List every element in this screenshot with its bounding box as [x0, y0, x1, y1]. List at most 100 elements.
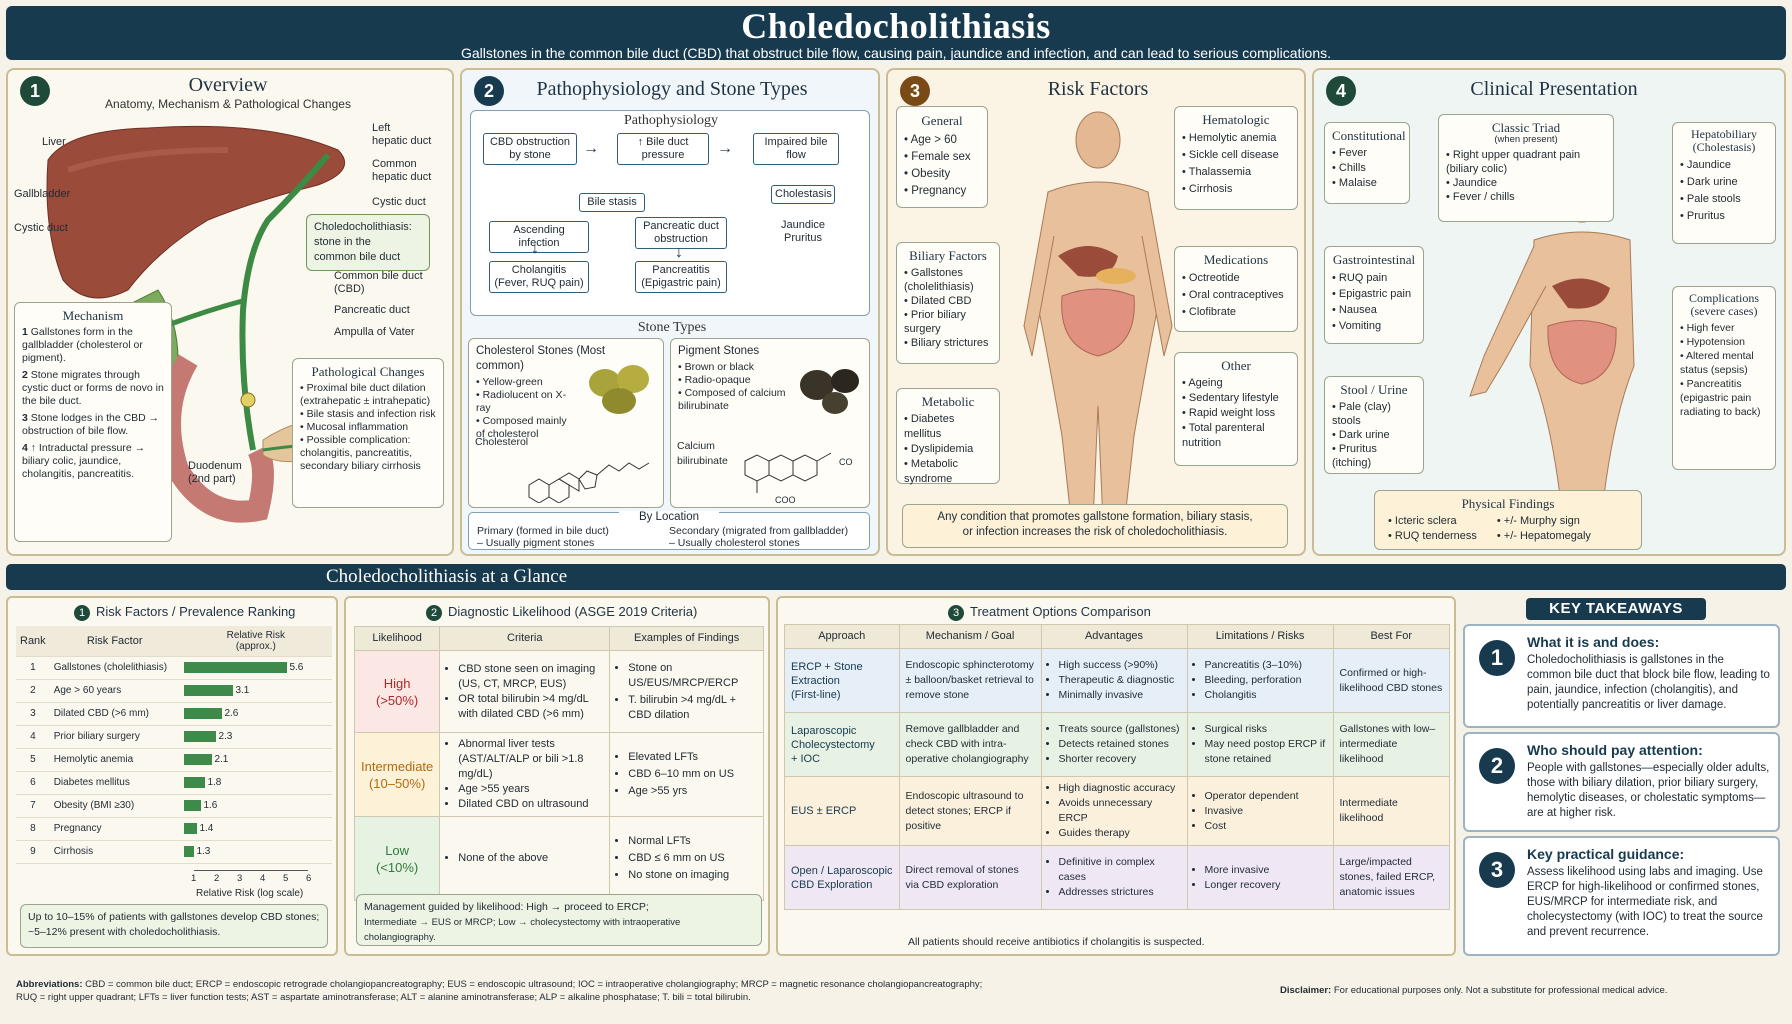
mechanism-step-num: 2 [22, 369, 28, 381]
mechanism-step-num: 1 [22, 326, 28, 338]
risk-bar [183, 753, 212, 765]
criteria-item: None of the above [458, 851, 603, 866]
abbr-line-2: RUQ = right upper quadrant; LFTs = liver… [16, 992, 751, 1003]
finding-item: Icteric sclera [1388, 514, 1477, 529]
location-secondary: Secondary (migrated from gallbladder) – … [669, 525, 849, 549]
finding-item: RUQ tenderness [1388, 529, 1477, 544]
pathophysiology-panel: 2 Pathophysiology and Stone Types Pathop… [460, 68, 880, 556]
ranking-title-text: Risk Factors / Prevalence Ranking [96, 604, 296, 619]
bar-value: 2.1 [214, 754, 229, 766]
patient-body-illustration [1469, 169, 1635, 496]
mechanism-step: Stone lodges in the CBD → obstruction of… [22, 412, 160, 437]
risk-item: Total parenteral nutrition [1182, 421, 1290, 451]
bar-value: 3.1 [235, 685, 250, 697]
other-box: Other AgeingSedentary lifestyleRapid wei… [1174, 352, 1298, 466]
criteria-item: Age >55 years [458, 782, 603, 797]
axis-tick: 2 [214, 873, 220, 884]
col-examples: Examples of Findings [609, 626, 764, 651]
cholesterol-item: Radiolucent on X-ray [476, 389, 576, 415]
risk-item: Dyslipidemia [904, 442, 992, 457]
bar-cell: 3.1 [179, 679, 332, 703]
overview-panel: 1 Overview Anatomy, Mechanism & Patholog… [6, 68, 454, 556]
examples-cell: Normal LFTsCBD ≤ 6 mm on USNo stone on i… [609, 816, 764, 901]
cholesterol-item: Yellow-green [476, 376, 576, 389]
bar-value: 5.6 [289, 662, 304, 674]
risk-item: Thalassemia [1182, 164, 1290, 181]
symptom-item: Fever / chills [1446, 190, 1606, 204]
takeaway-text: People with gallstones—especially older … [1527, 762, 1770, 819]
limitation-item: Invasive [1205, 804, 1327, 819]
callout-choledocholithiasis: Choledocholithiasis: stone in the common… [306, 214, 430, 271]
hepatobiliary-title: Hepatobiliary (Cholestasis) [1691, 127, 1757, 154]
bar-value: 1.3 [196, 846, 211, 858]
takeaway-text: Choledocholithiasis is gallstones in the… [1527, 654, 1770, 711]
ranking-table: Rank Risk Factor Relative Risk (approx.)… [16, 626, 332, 864]
takeaway-text: Assess likelihood using labs and imaging… [1527, 866, 1763, 938]
symptom-item: Right upper quadrant pain (biliary colic… [1446, 148, 1606, 176]
risk-item: Sedentary lifestyle [1182, 391, 1290, 406]
pathological-changes-box: Pathological Changes Proximal bile duct … [292, 358, 444, 508]
bar-cell: 2.6 [179, 702, 332, 726]
rank-cell: 2 [16, 679, 50, 703]
bar-cell: 1.3 [179, 840, 332, 864]
takeaway-card: 3 Key practical guidance: Assess likelih… [1463, 836, 1780, 956]
cholesterol-molecule-icon [528, 462, 650, 503]
bar-cell: 1.6 [179, 794, 332, 818]
advantage-item: Therapeutic & diagnostic [1059, 673, 1181, 688]
flow-title: Pathophysiology [623, 113, 719, 128]
mechanism-cell: Remove gallbladder and check CBD with in… [898, 712, 1042, 777]
cholesterol-molecule-label: Cholesterol [475, 436, 529, 448]
mechanism-step-num: 3 [22, 412, 28, 424]
label-ampulla: Ampulla of Vater [334, 326, 415, 338]
approach-cell: ERCP + Stone Extraction (First-line) [784, 648, 900, 713]
symptom-item: Dark urine [1680, 174, 1768, 191]
criteria-cell: None of the above [439, 816, 611, 901]
risk-bar [183, 684, 233, 696]
section-number: 3 [948, 605, 964, 621]
symptom-item: Nausea [1332, 302, 1416, 318]
risk-item: Age > 60 [904, 132, 980, 149]
mechanism-step: Stone migrates through cystic duct or fo… [22, 369, 164, 407]
pathological-title: Pathological Changes [311, 364, 425, 379]
symptom-item: High fever [1680, 321, 1768, 335]
bar-cell: 1.4 [179, 817, 332, 841]
triad-title: Classic Triad [1491, 120, 1561, 135]
risk-item: Octreotide [1182, 270, 1290, 287]
advantage-item: High diagnostic accuracy [1059, 781, 1181, 796]
axis-tick: 1 [191, 873, 197, 884]
advantages-cell: High diagnostic accuracyAvoids unnecessa… [1040, 776, 1188, 846]
symptom-item: Chills [1332, 161, 1402, 176]
risk-item: Metabolic syndrome [904, 457, 992, 487]
factor-cell: Obesity (BMI ≥30) [49, 794, 180, 818]
flow-bile-duct-pressure: ↑ Bile duct pressure [617, 133, 709, 165]
bar-cell: 2.3 [179, 725, 332, 749]
flow-ascending-infection: Ascending infection [489, 221, 589, 253]
medications-box: Medications OctreotideOral contraceptive… [1174, 246, 1298, 332]
factor-cell: Prior biliary surgery [49, 725, 180, 749]
example-item: CBD 6–10 mm on US [628, 767, 757, 782]
label-common-hepatic-duct: Common hepatic duct [372, 158, 432, 183]
label-left-hepatic-duct: Left hepatic duct [372, 122, 432, 147]
label-cystic-duct-left: Cystic duct [14, 222, 68, 234]
pigment-molecule-label: Calcium bilirubinate [677, 440, 728, 467]
management-line-2: Intermediate → EUS or MRCP; Low → cholec… [364, 917, 681, 943]
limitation-item: Longer recovery [1205, 878, 1327, 893]
bar-axis: 1 2 3 4 5 6 [191, 870, 311, 888]
hematologic-box: Hematologic Hemolytic anemiaSickle cell … [1174, 106, 1298, 210]
approach-cell: Open / Laparoscopic CBD Exploration [784, 845, 900, 910]
example-item: CBD ≤ 6 mm on US [628, 851, 757, 866]
likelihood-cell: Low (<10%) [353, 816, 441, 901]
arrow-down-icon: ↓ [531, 240, 539, 257]
cholesterol-item: Composed mainly of cholesterol [476, 415, 576, 441]
rank-cell: 5 [16, 748, 50, 772]
